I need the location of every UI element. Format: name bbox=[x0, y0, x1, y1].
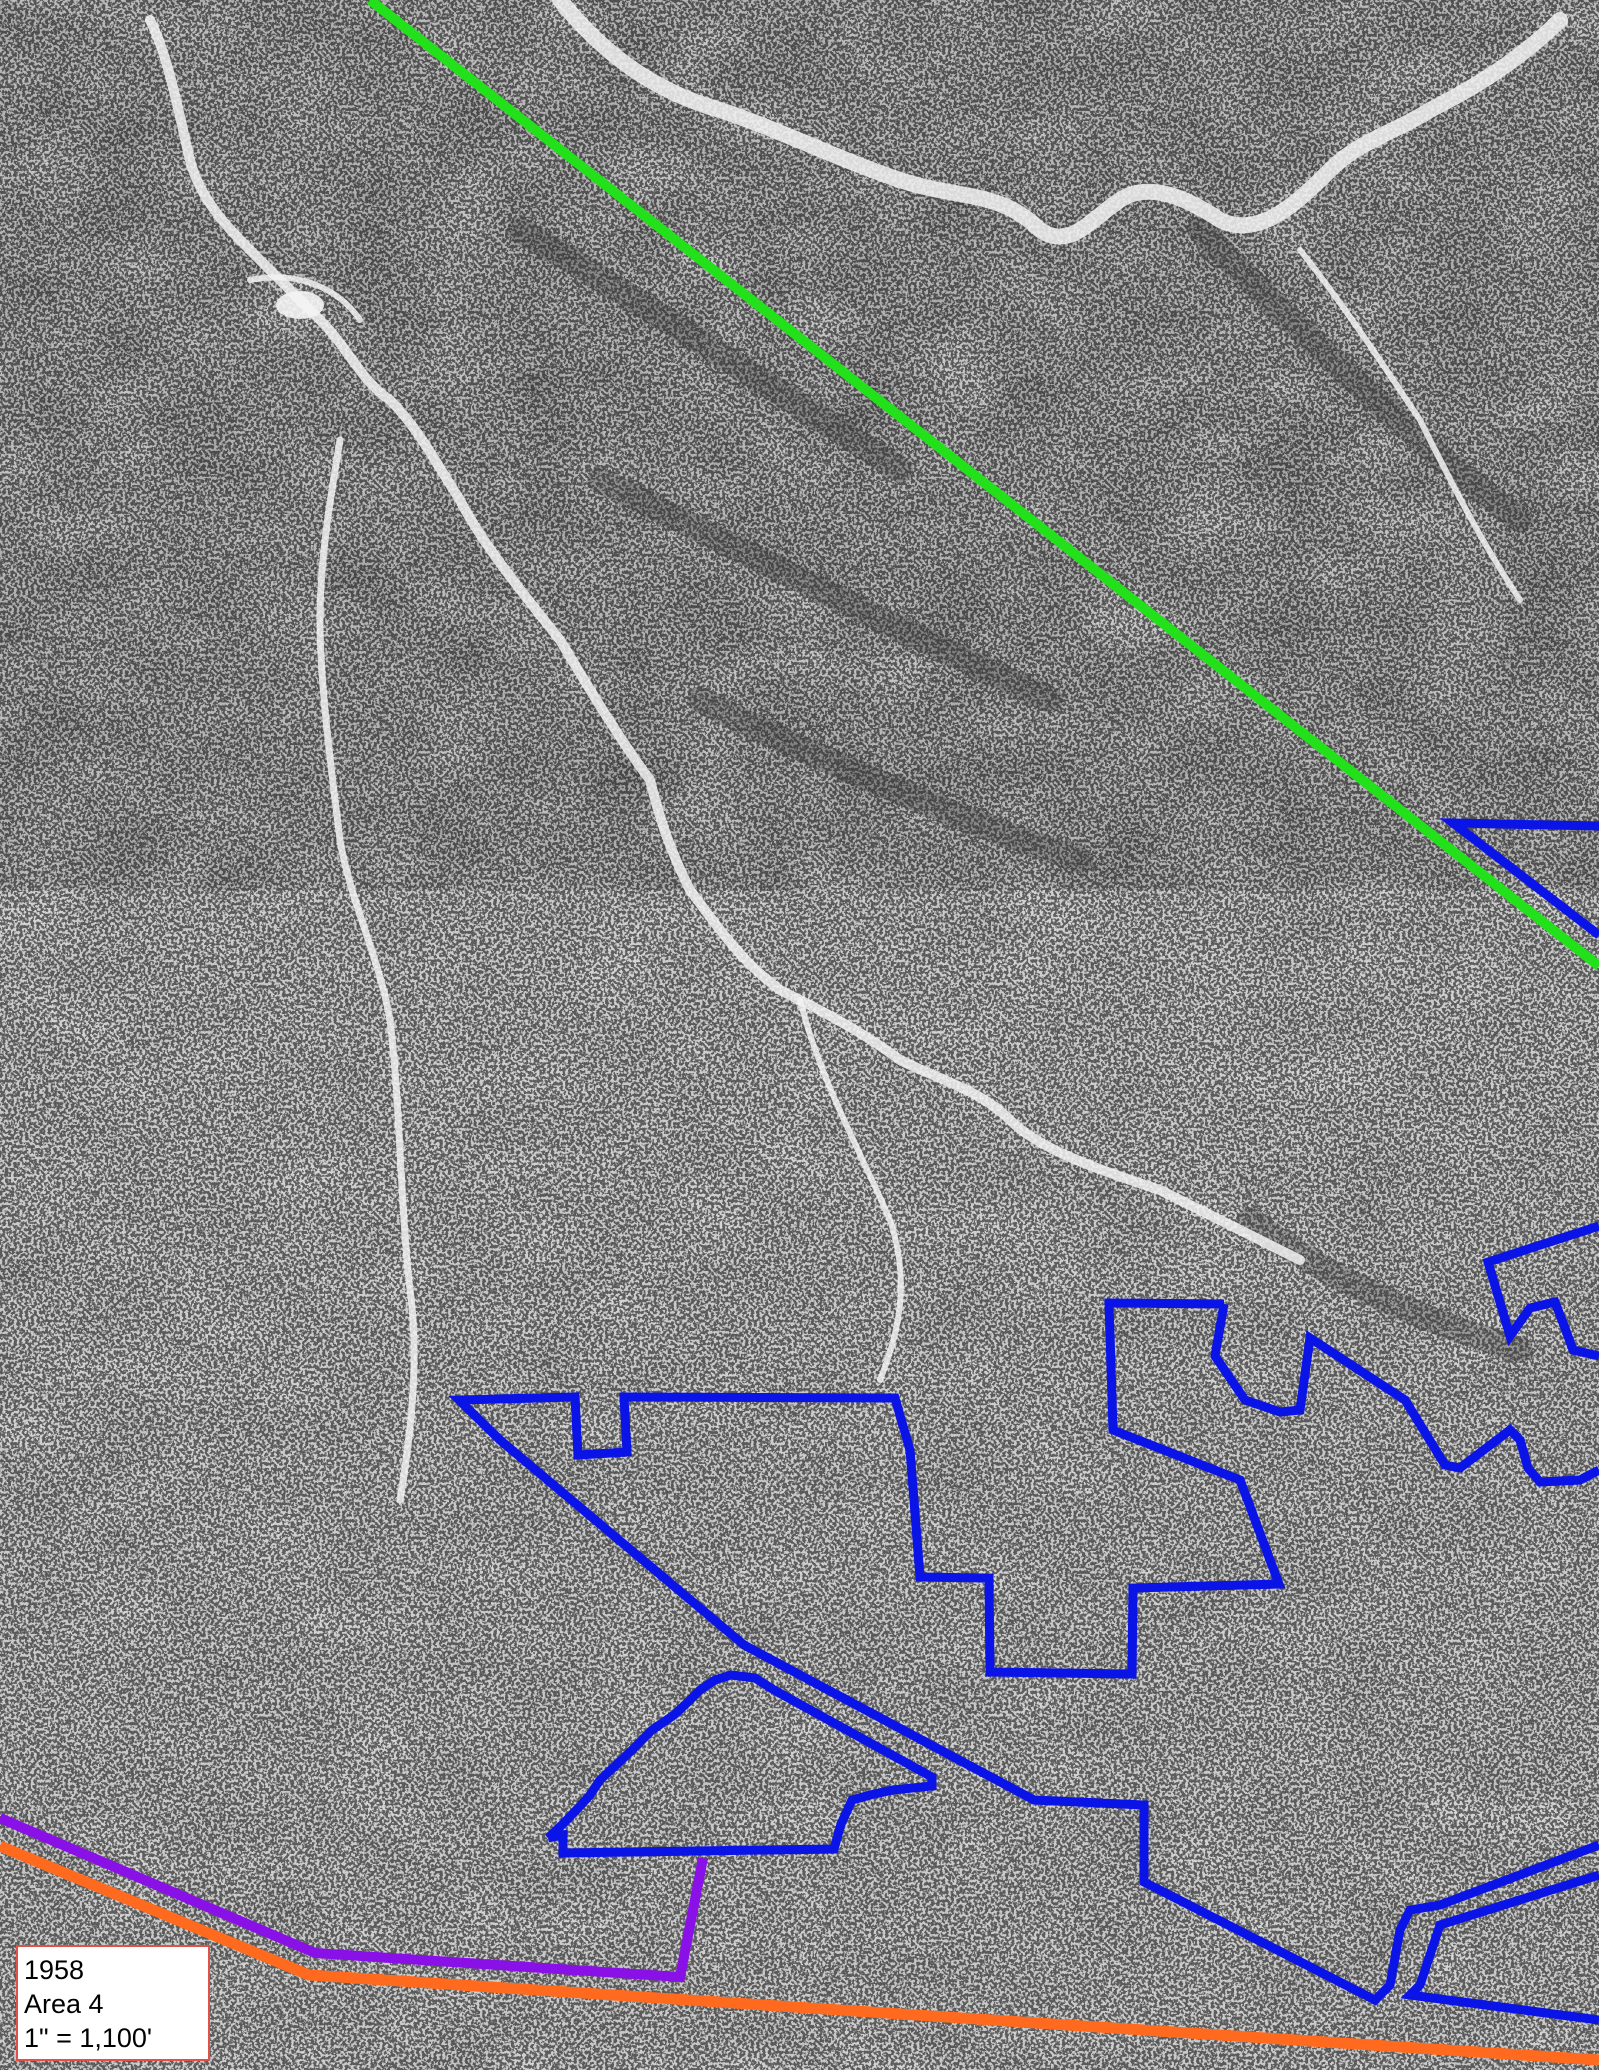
parcel-right-small bbox=[1482, 1221, 1599, 1361]
dry-washes bbox=[145, 0, 1568, 1504]
map-legend: 1958 Area 4 1" = 1,100' bbox=[16, 1945, 210, 2061]
white-outcrop bbox=[276, 291, 324, 319]
purple-line bbox=[0, 1813, 708, 1983]
legend-scale: 1" = 1,100' bbox=[24, 2023, 153, 2053]
dark-ridges bbox=[507, 217, 1533, 1363]
parcel-right-lower bbox=[1400, 1870, 1599, 2025]
orange-line bbox=[0, 1840, 1599, 2066]
legend-area: Area 4 bbox=[24, 1989, 104, 2019]
legend-year: 1958 bbox=[24, 1955, 85, 1985]
parcel-bottom-center bbox=[544, 1670, 937, 1858]
green-line bbox=[366, 0, 1599, 970]
parcel-upper-right-jag bbox=[1210, 1303, 1599, 1487]
parcel-mid-right bbox=[448, 1298, 1599, 2006]
parcel-top-right bbox=[1439, 818, 1599, 939]
blue-parcels bbox=[448, 818, 1599, 2025]
